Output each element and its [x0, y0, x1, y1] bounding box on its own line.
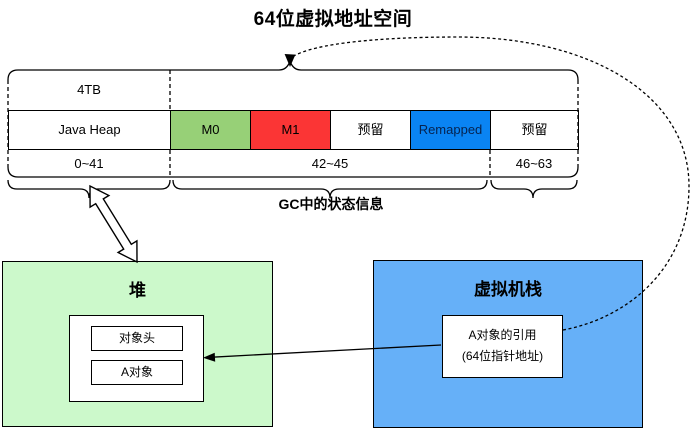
underbrace-high-bits: [490, 179, 578, 199]
heap-size-label: 4TB: [77, 82, 101, 97]
gc-status-label: GC中的状态信息: [278, 196, 384, 212]
segment-java-heap: Java Heap: [8, 110, 171, 150]
segment-reserved-left: 预留: [330, 110, 411, 150]
object-reference-label: A对象的引用: [468, 328, 537, 342]
object-box: 对象头 A对象: [69, 315, 204, 402]
underbrace-heap-bits: [7, 179, 171, 199]
object-a-box: A对象: [91, 360, 183, 385]
object-reference-box: A对象的引用 (64位指针地址): [442, 315, 563, 378]
bit-range-0-41: 0~41: [74, 156, 104, 171]
stack-box: 虚拟机栈 A对象的引用 (64位指针地址): [373, 260, 643, 428]
bit-range-42-45: 42~45: [311, 156, 349, 171]
segment-reserved-right: 预留: [490, 110, 579, 150]
bidirectional-arrow: [89, 184, 138, 264]
bit-range-46-63: 46~63: [515, 156, 553, 171]
dashed-arrowhead-icon: [284, 54, 296, 67]
stack-title: 虚拟机栈: [474, 280, 542, 299]
segment-m1: M1: [250, 110, 331, 150]
heap-box: 堆 对象头 A对象: [2, 261, 273, 427]
diagram-title: 64位虚拟地址空间: [253, 9, 413, 30]
pointer-address-label: (64位指针地址): [461, 349, 544, 363]
segment-m0: M0: [170, 110, 251, 150]
object-header-box: 对象头: [91, 326, 183, 351]
heap-title: 堆: [129, 281, 146, 300]
segment-remapped: Remapped: [410, 110, 491, 150]
